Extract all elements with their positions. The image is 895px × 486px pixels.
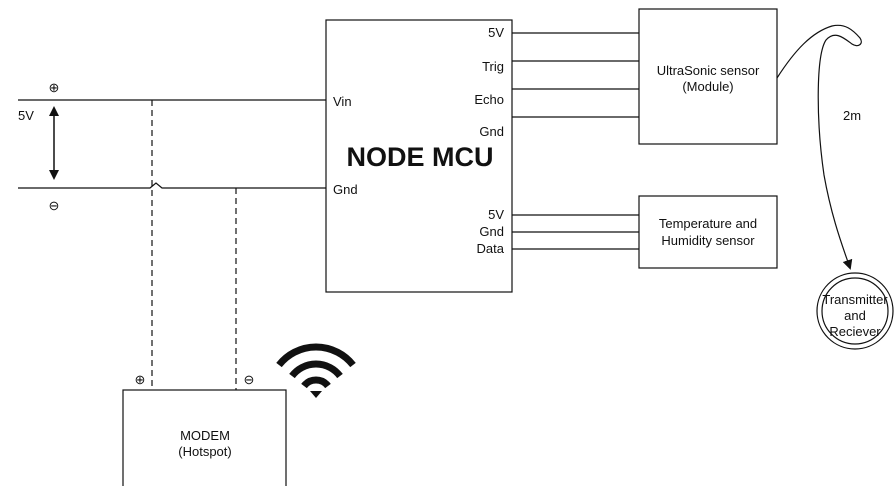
gnd-rail: [18, 182, 326, 189]
dht-label-line1: Temperature and: [659, 216, 757, 231]
transmitter-label-line3: Reciever: [829, 324, 881, 339]
modem-label-line2: (Hotspot): [178, 444, 231, 459]
ultrasonic-range-curve: [776, 24, 862, 270]
transmitter-label-line1: Transmitter: [822, 292, 888, 307]
supply-plus-symbol: ⊕: [49, 80, 60, 95]
ultrasonic-label-line2: (Module): [682, 79, 733, 94]
supply-voltage-label: 5V: [18, 108, 34, 123]
modem-label-line1: MODEM: [180, 428, 230, 443]
pin-gnd-left: Gnd: [333, 182, 358, 197]
pin-gnd-bottom: Gnd: [479, 224, 504, 239]
modem-box: [122, 389, 287, 486]
ultrasonic-label-line1: UltraSonic sensor: [657, 63, 760, 78]
supply-minus-symbol: ⊖: [49, 198, 60, 213]
distance-label: 2m: [843, 108, 861, 123]
transmitter-label-line2: and: [844, 308, 866, 323]
dht-label-line2: Humidity sensor: [661, 233, 755, 248]
pin-data: Data: [477, 241, 505, 256]
pin-vin: Vin: [333, 94, 352, 109]
ultrasonic-box: [638, 8, 778, 145]
pin-5v-bottom: 5V: [488, 207, 504, 222]
modem-minus-symbol: ⊖: [244, 372, 255, 387]
pin-trig: Trig: [482, 59, 504, 74]
pin-echo: Echo: [474, 92, 504, 107]
wifi-icon: [276, 343, 356, 398]
modem-plus-symbol: ⊕: [135, 372, 146, 387]
nodemcu-title: NODE MCU: [347, 142, 494, 172]
pin-5v-top: 5V: [488, 25, 504, 40]
dht-box: [638, 195, 778, 269]
pin-gnd-top: Gnd: [479, 124, 504, 139]
nodemcu-box: [325, 19, 513, 293]
transmitter-inner-circle: [821, 277, 889, 345]
